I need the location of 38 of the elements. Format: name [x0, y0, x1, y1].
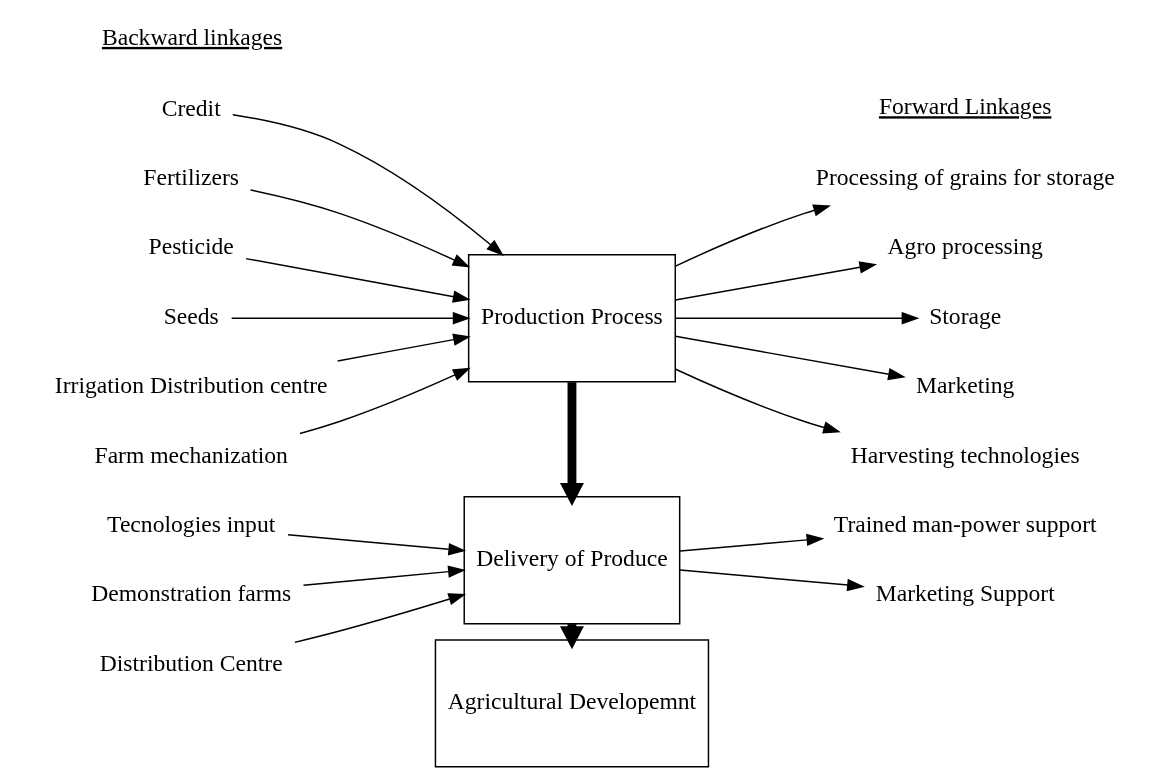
node-text: Marketing Support: [875, 580, 1055, 607]
arrow: [298, 367, 471, 435]
node-box: Production Process: [467, 254, 676, 383]
node-text: Pesticide: [148, 233, 234, 260]
arrow: [678, 569, 865, 592]
arrow: [674, 204, 831, 267]
arrow: [286, 534, 466, 556]
arrow: [674, 261, 877, 301]
node-text: Processing of grains for storage: [815, 164, 1115, 191]
node-text: Tecnologies input: [106, 510, 275, 537]
arrow: [674, 335, 906, 381]
node-text: Credit: [161, 94, 221, 121]
arrow: [336, 333, 471, 362]
label: Forward Linkages: [878, 93, 1051, 120]
node-text: Seeds: [163, 302, 219, 329]
arrow: [230, 311, 470, 325]
node-text: Trained man-power support: [833, 510, 1097, 537]
arrow: [559, 382, 584, 506]
arrow: [231, 114, 504, 256]
node-text: Harvesting technologies: [850, 441, 1080, 468]
arrow: [293, 593, 466, 644]
node-text: Farm mechanization: [94, 441, 288, 468]
arrow: [249, 189, 470, 268]
node-text: Demonstration farms: [90, 580, 291, 607]
arrow: [678, 533, 824, 552]
node-text: Marketing: [915, 372, 1014, 399]
arrow: [244, 257, 471, 303]
label: Backward linkages: [101, 23, 282, 50]
arrow: [674, 368, 841, 434]
node-text: Distribution Centre: [99, 649, 283, 676]
node-box: Delivery of Produce: [463, 496, 680, 625]
arrow: [302, 565, 466, 586]
node-box: Agricultural Developemnt: [434, 639, 709, 768]
node-text: Irrigation Distribution centre: [54, 372, 328, 399]
arrow: [674, 311, 919, 325]
node-text: Storage: [928, 302, 1001, 329]
node-text: Fertilizers: [142, 164, 239, 191]
node-text: Agro processing: [887, 233, 1043, 260]
